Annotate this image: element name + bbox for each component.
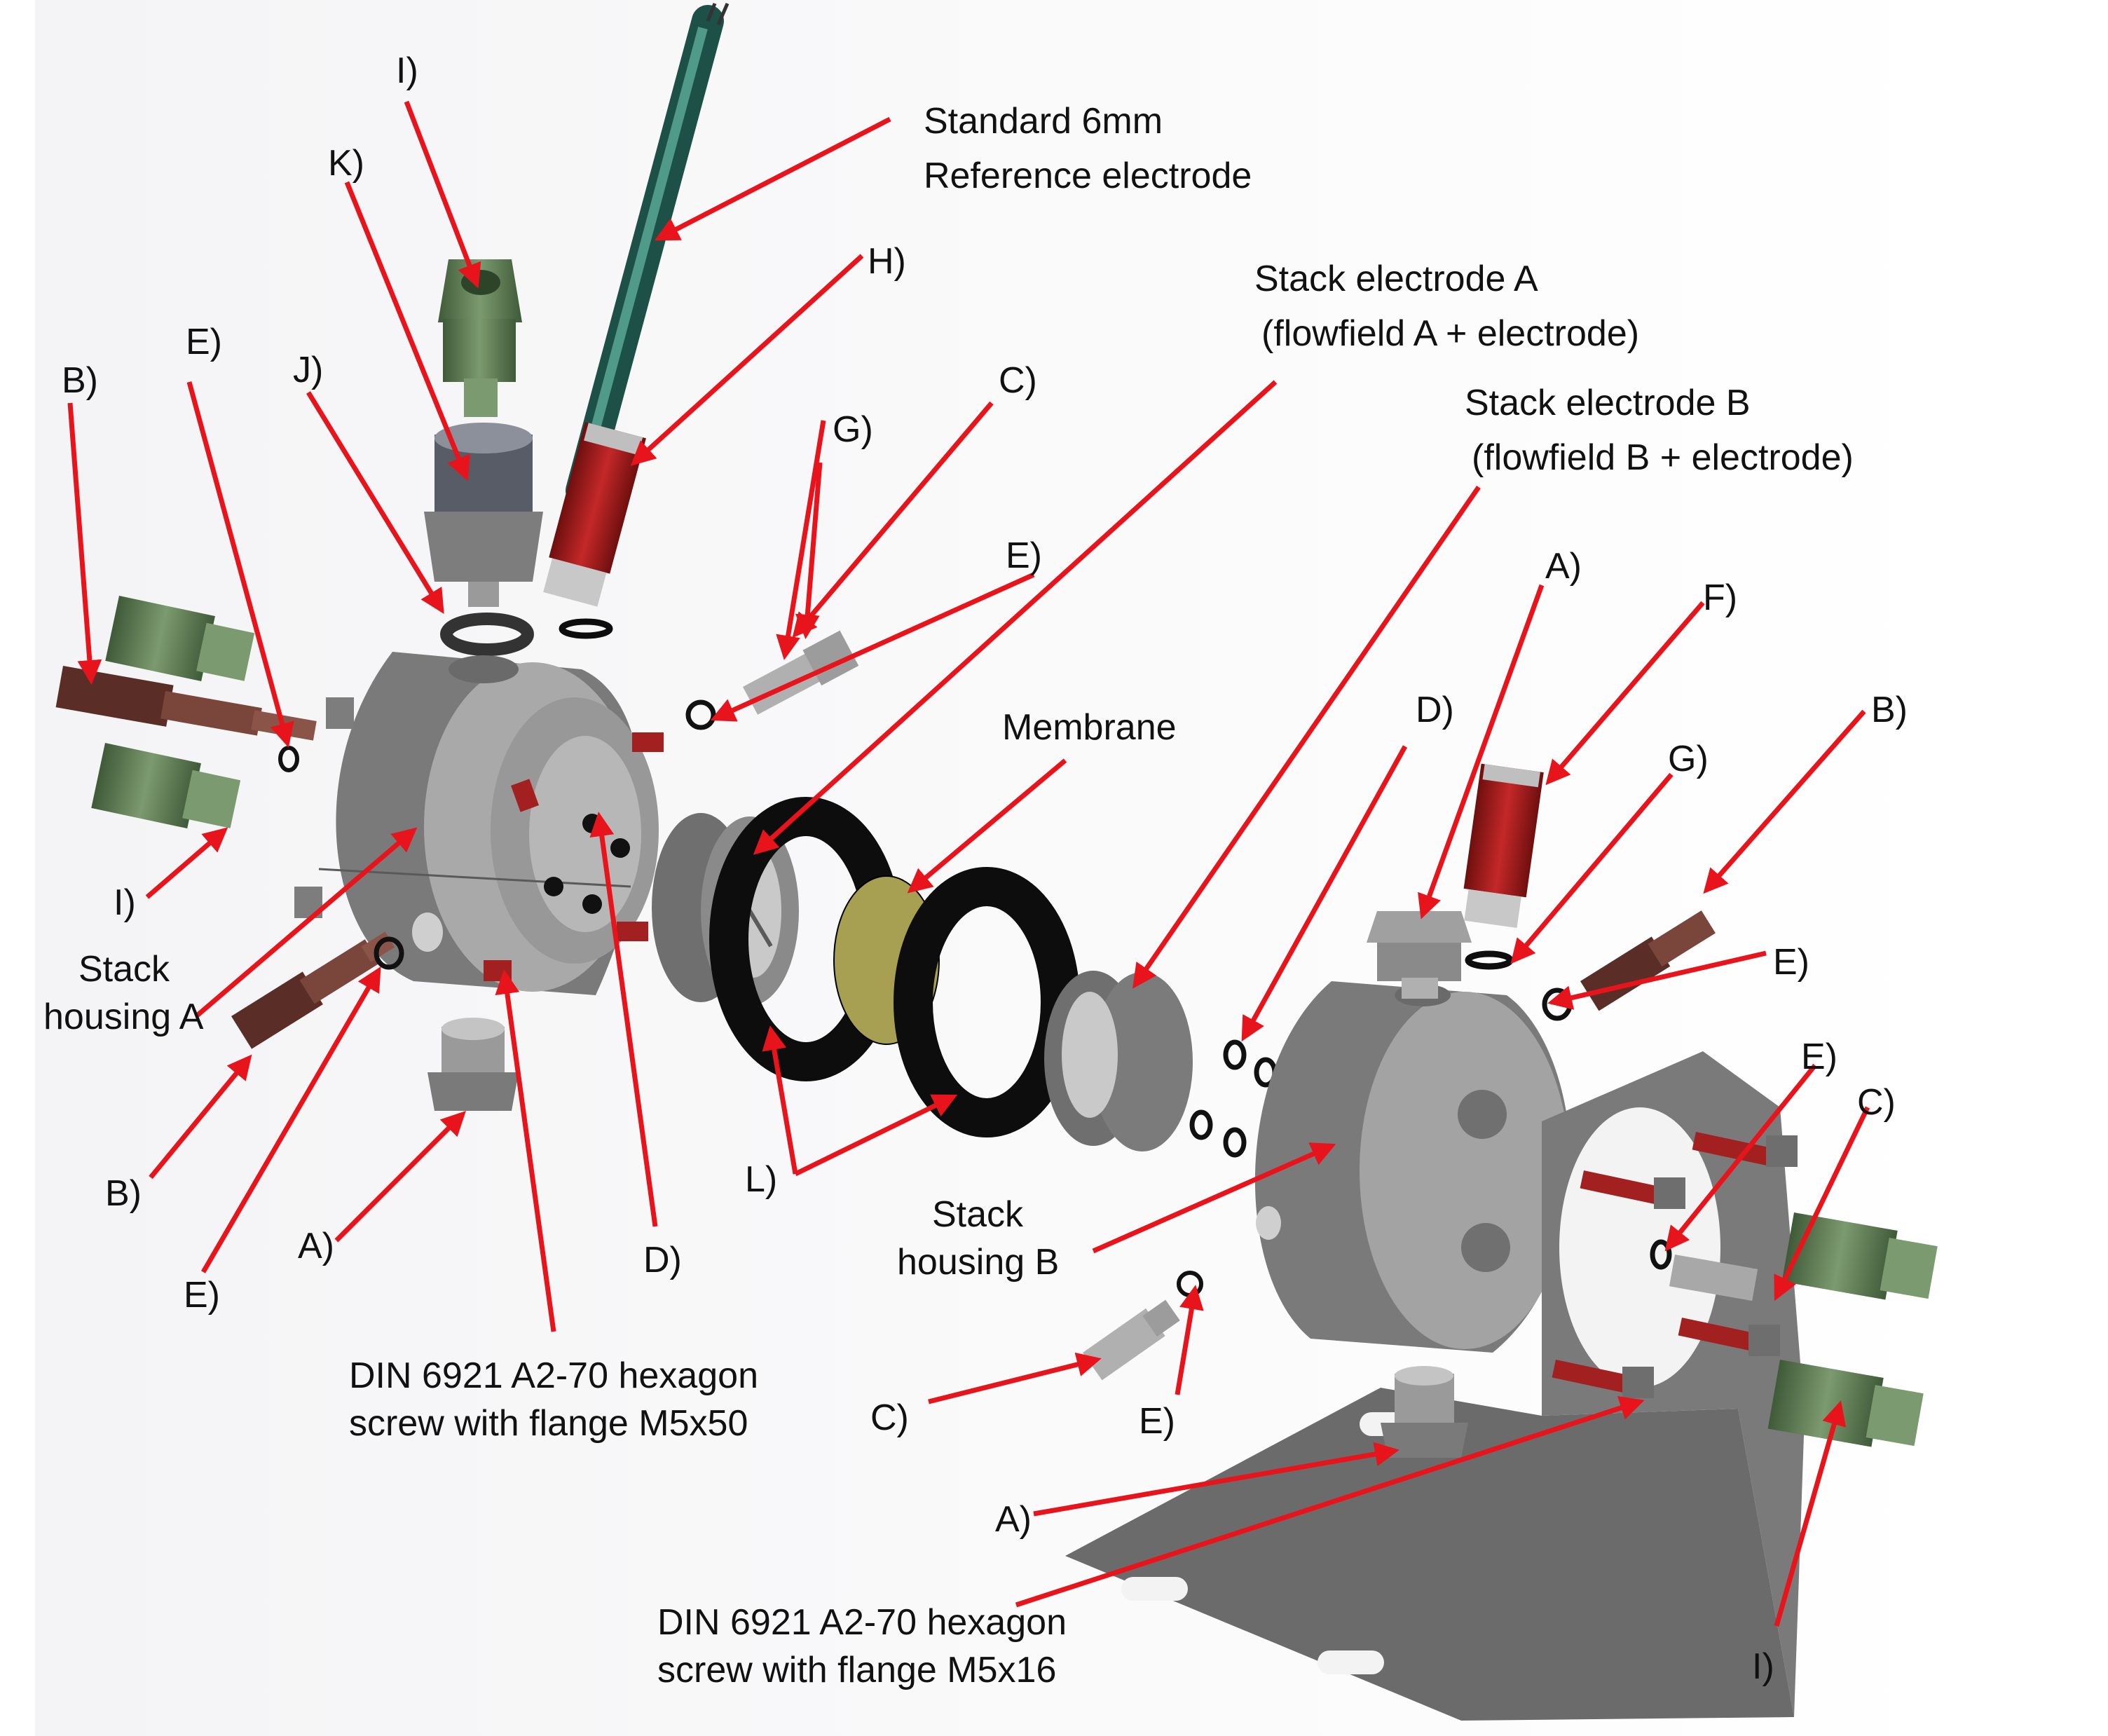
red-sleeve-h — [543, 422, 646, 607]
label-screw-m5x50-line1: DIN 6921 A2-70 hexagon — [349, 1355, 758, 1396]
o-ring-g-top — [559, 618, 613, 639]
callout-labels: Standard 6mm Reference electrode Stack e… — [43, 50, 1908, 1690]
label-b-left-top: B) — [62, 360, 98, 401]
pin-c-bottom — [1083, 1299, 1180, 1381]
left-fittings — [55, 596, 317, 829]
label-housing-b-line1: Stack — [932, 1194, 1024, 1235]
label-e-left-top: E) — [186, 322, 222, 362]
reference-electrode-part — [566, 3, 730, 507]
label-e-left-bottom: E) — [184, 1275, 220, 1315]
label-a-bottom: A) — [995, 1499, 1032, 1540]
label-stack-electrode-a-line2: (flowfield A + electrode) — [1261, 313, 1639, 354]
label-housing-a-line1: Stack — [78, 949, 170, 990]
label-b-left-bottom: B) — [105, 1173, 142, 1214]
hex-bolt-a-right — [1367, 911, 1472, 999]
label-j: J) — [293, 350, 323, 390]
label-i-left: I) — [114, 882, 136, 923]
label-screw-m5x16-line1: DIN 6921 A2-70 hexagon — [657, 1602, 1067, 1643]
grey-nut-k — [424, 423, 543, 607]
label-e-right2: E) — [1801, 1037, 1837, 1077]
label-l: L) — [745, 1159, 777, 1200]
label-e-right: E) — [1773, 942, 1809, 983]
label-reference-electrode-line1: Standard 6mm — [924, 101, 1163, 142]
mounting-bracket — [1065, 1051, 1805, 1721]
label-a-right-top: A) — [1545, 546, 1582, 587]
label-stack-electrode-a-line1: Stack electrode A — [1254, 259, 1538, 299]
label-k: K) — [328, 143, 364, 184]
bracket-screws — [1552, 1132, 1798, 1398]
red-sleeve-f — [1463, 763, 1544, 929]
label-reference-electrode-line2: Reference electrode — [924, 156, 1252, 196]
washer-j — [440, 613, 534, 656]
label-e-mid: E) — [1006, 535, 1042, 576]
parts — [55, 3, 1938, 1721]
hex-plug-a-left — [427, 1018, 519, 1111]
label-b-right: B) — [1871, 690, 1908, 730]
label-c-bottom: C) — [870, 1397, 909, 1438]
pin-c-right — [1669, 1255, 1758, 1301]
stack-housing-a-part — [294, 652, 664, 995]
label-screw-m5x16-line2: screw with flange M5x16 — [657, 1650, 1056, 1690]
label-c-top: C) — [999, 360, 1037, 401]
label-i-top: I) — [396, 50, 418, 91]
label-g-right: G) — [1668, 739, 1709, 779]
label-housing-a-line2: housing A — [43, 997, 204, 1037]
label-c-right: C) — [1857, 1082, 1896, 1123]
o-rings-d — [1189, 1039, 1278, 1158]
label-i-bottom-right: I) — [1752, 1646, 1774, 1687]
stack-electrode-b-part — [1044, 971, 1193, 1151]
label-a-left-bottom: A) — [298, 1226, 334, 1266]
label-membrane: Membrane — [1002, 707, 1177, 748]
stack-housing-b-part — [1254, 981, 1571, 1353]
label-h: H) — [868, 241, 906, 282]
label-stack-electrode-b-line1: Stack electrode B — [1465, 383, 1751, 423]
label-e-bottom: E) — [1139, 1401, 1175, 1442]
hex-plug-a-bottom — [1381, 1366, 1468, 1458]
label-screw-m5x50-line2: screw with flange M5x50 — [349, 1403, 748, 1444]
right-green-fittings — [1767, 1212, 1938, 1447]
label-f: F) — [1703, 577, 1737, 618]
label-stack-electrode-b-line2: (flowfield B + electrode) — [1472, 437, 1854, 478]
o-ring-e-right2 — [1650, 1239, 1672, 1270]
leader-arrows — [67, 100, 1870, 1627]
o-ring-e-bottom-left — [374, 936, 404, 970]
label-d-right: D) — [1416, 690, 1454, 730]
label-housing-b-line2: housing B — [897, 1242, 1059, 1283]
label-g-top: G) — [833, 409, 873, 450]
o-ring-g-right — [1465, 950, 1514, 970]
label-d-left: D) — [643, 1240, 682, 1280]
